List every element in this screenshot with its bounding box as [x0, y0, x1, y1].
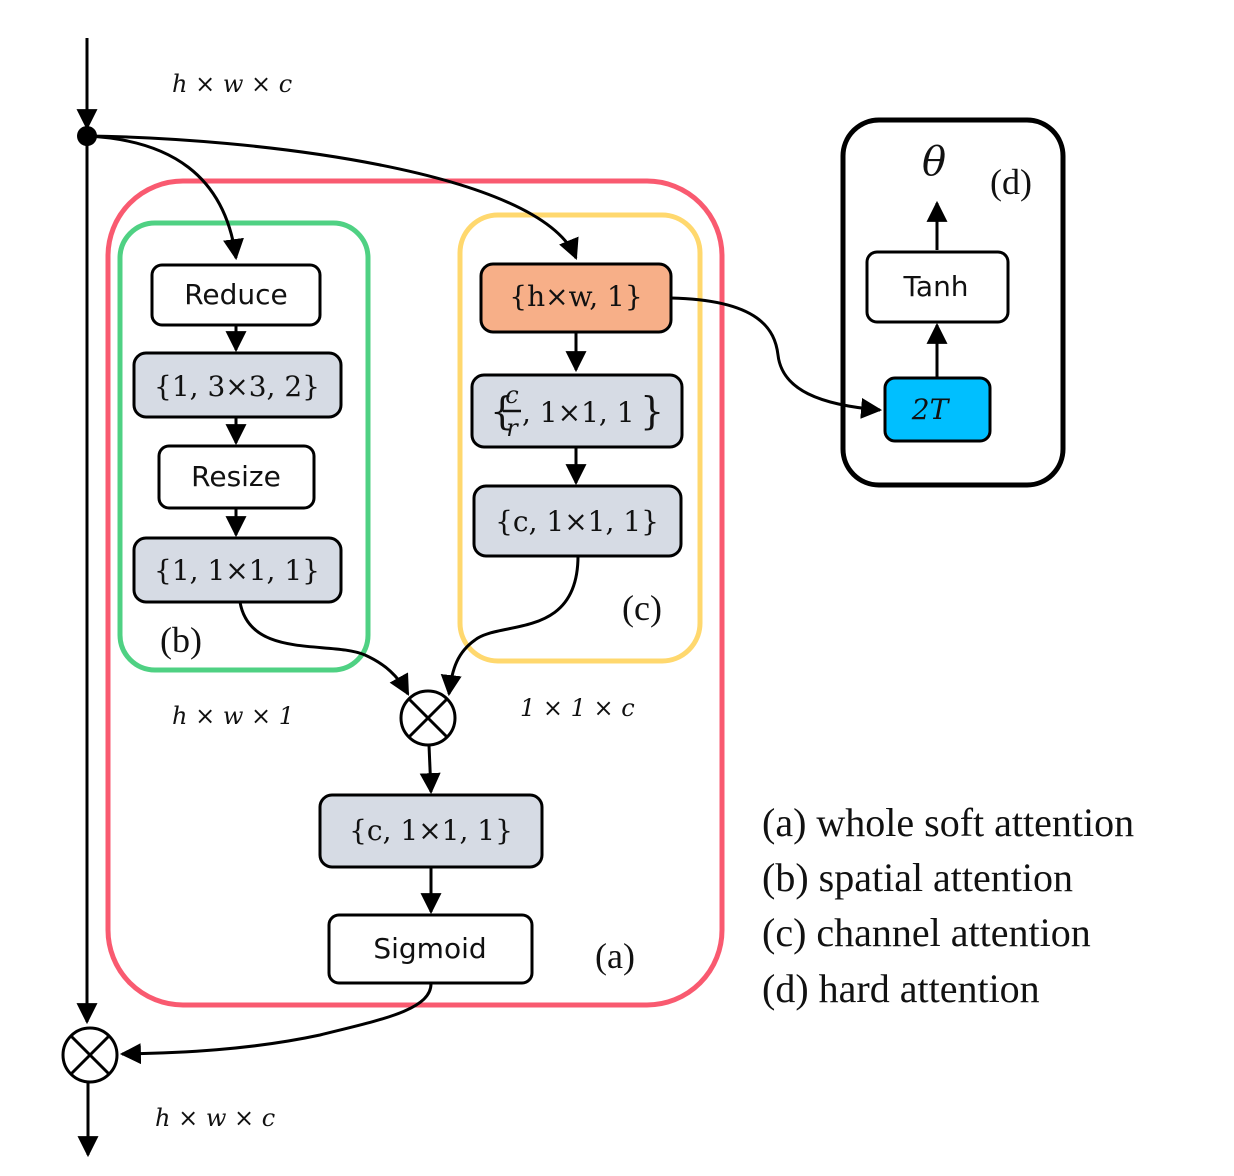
- sigmoid-label: Sigmoid: [373, 932, 486, 965]
- pool-label: {h×w, 1}: [509, 280, 642, 313]
- whole-conv-label: {c, 1×1, 1}: [349, 814, 513, 847]
- theta-output: θ: [922, 139, 946, 185]
- whole-conv-box: {c, 1×1, 1}: [318, 793, 544, 869]
- sigmoid-box: Sigmoid: [327, 913, 534, 985]
- hard-tag: (d): [990, 162, 1032, 202]
- split-to-reduce-arrow: [86, 134, 244, 261]
- multiply-to-conv-arrow: [419, 744, 441, 795]
- spatial-attention-frame: [117, 220, 371, 673]
- channel-attention-frame: [457, 212, 703, 664]
- hard-attention-frame: [840, 117, 1066, 488]
- channel-to-multiply-arrow: [440, 555, 580, 697]
- legend-item: (d) hard attention: [762, 966, 1040, 1011]
- spatial-output-dims: h × w × 1: [172, 702, 294, 730]
- channel-conv1-brace-close: }: [640, 389, 664, 433]
- whole-tag: (a): [595, 936, 635, 976]
- channel-conv1-numerator: c: [505, 381, 518, 409]
- legend-item: (b) spatial attention: [762, 855, 1073, 900]
- channel-tag: (c): [622, 588, 662, 628]
- spatial-conv1-label: {1, 3×3, 2}: [154, 370, 320, 403]
- sigmoid-to-output-multiply-arrow: [119, 982, 433, 1065]
- twoT-box: 2T: [883, 376, 992, 443]
- channel-conv1-box: { c r , 1×1, 1 }: [470, 373, 684, 449]
- twoT-label: 2T: [911, 393, 951, 426]
- resize-box: Resize: [157, 444, 316, 510]
- legend: (a) whole soft attention (b) spatial att…: [762, 800, 1134, 1011]
- resize-label: Resize: [191, 460, 281, 493]
- multiply-node-inner: [399, 689, 457, 747]
- output-dims: h × w × c: [155, 1104, 275, 1132]
- tanh-box: Tanh: [865, 250, 1010, 324]
- reduce-label: Reduce: [184, 278, 288, 311]
- split-to-pool-arrow: [86, 134, 579, 260]
- legend-item: (c) channel attention: [762, 910, 1091, 955]
- channel-conv1-rest: , 1×1, 1: [522, 396, 635, 429]
- spatial-conv2-box: {1, 1×1, 1}: [132, 536, 343, 604]
- pool-box: {h×w, 1}: [479, 262, 673, 334]
- channel-conv1-denominator: r: [506, 414, 519, 442]
- pool-to-twoT-arrow: [670, 296, 883, 419]
- spatial-to-multiply-arrow: [238, 601, 410, 696]
- channel-conv2-box: {c, 1×1, 1}: [472, 484, 683, 558]
- spatial-conv2-label: {1, 1×1, 1}: [154, 554, 320, 587]
- spatial-tag: (b): [160, 620, 202, 660]
- multiply-node-output: [61, 1026, 119, 1084]
- reduce-box: Reduce: [150, 263, 322, 327]
- input-dims: h × w × c: [172, 70, 292, 98]
- channel-conv2-label: {c, 1×1, 1}: [495, 505, 659, 538]
- spatial-conv1-box: {1, 3×3, 2}: [132, 351, 343, 419]
- tanh-label: Tanh: [902, 270, 968, 303]
- channel-output-dims: 1 × 1 × c: [520, 694, 635, 722]
- legend-item: (a) whole soft attention: [762, 800, 1134, 845]
